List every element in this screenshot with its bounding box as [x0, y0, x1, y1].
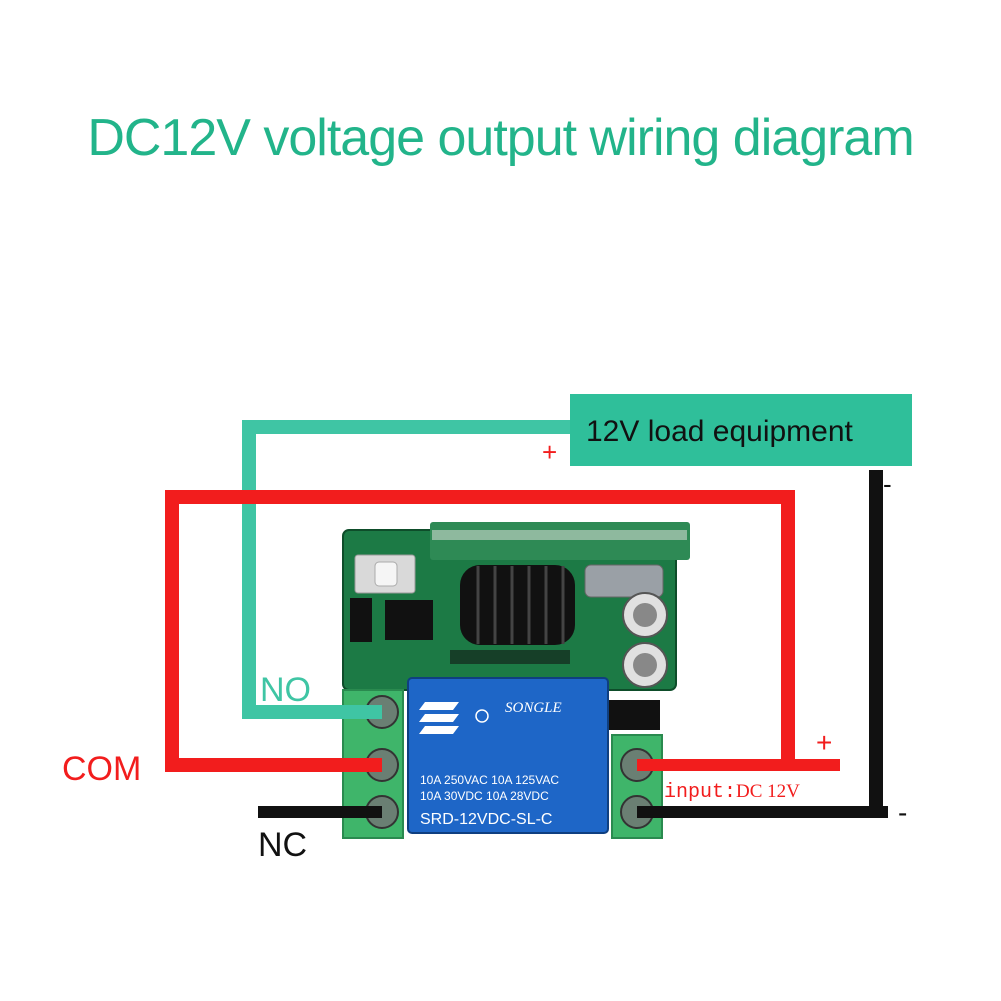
ic-chip	[385, 600, 433, 640]
input-label-prefix: input:	[664, 781, 736, 804]
no-wire	[242, 420, 575, 719]
rating-line-2: 10A 30VDC 10A 28VDC	[420, 789, 549, 803]
com-label: COM	[62, 750, 141, 788]
load-box-label: 12V load equipment	[586, 415, 854, 448]
input-minus-label: -	[898, 797, 907, 828]
load-minus-label: -	[883, 469, 892, 499]
relay: SONGLE 10A 250VAC 10A 125VAC 10A 30VDC 1…	[407, 677, 609, 834]
coil-antenna	[460, 565, 575, 645]
nc-label: NC	[258, 826, 307, 864]
input-plus-label: +	[816, 727, 832, 758]
rating-line-1: 10A 250VAC 10A 125VAC	[420, 773, 559, 787]
songle-logo	[419, 702, 459, 734]
relay-model: SRD-12VDC-SL-C	[420, 811, 552, 828]
diagram-title: DC12V voltage output wiring diagram	[87, 109, 914, 167]
com-wire	[165, 490, 795, 772]
input-label-value: DC 12V	[736, 781, 800, 802]
load-box	[570, 394, 912, 466]
load-plus-label: +	[542, 437, 557, 467]
svg-text:input:DC 12V: input:DC 12V	[664, 781, 800, 804]
relay-brand: SONGLE	[505, 700, 562, 716]
crystal	[584, 564, 664, 598]
receiver-board	[342, 522, 690, 730]
rf-module	[430, 522, 690, 560]
no-label: NO	[260, 671, 311, 709]
input-terminal-block	[611, 734, 663, 839]
